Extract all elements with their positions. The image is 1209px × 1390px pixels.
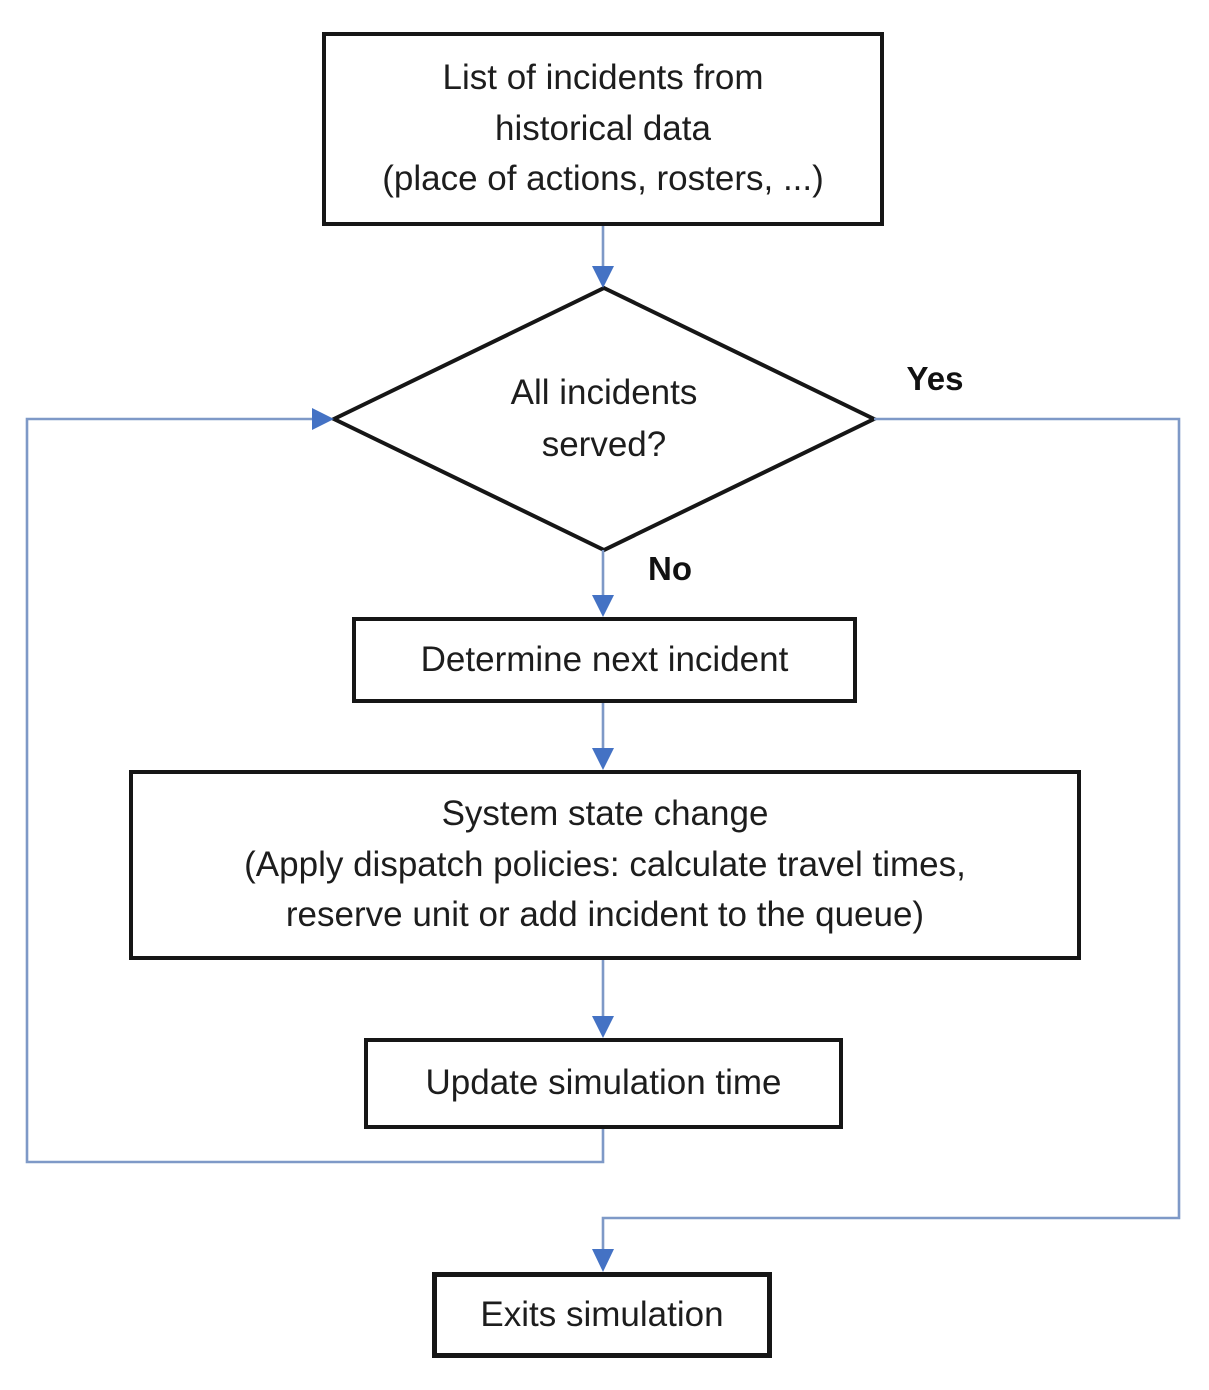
arrowhead-into-update-time <box>592 1016 614 1038</box>
node-determine-next-incident: Determine next incident <box>352 617 857 703</box>
node-decision: All incidents served? <box>424 355 784 483</box>
arrowhead-into-system-state <box>592 748 614 770</box>
branch-label-yes: Yes <box>906 360 964 397</box>
edge-update-time-loop-to-decision <box>25 417 605 1164</box>
node-start: List of incidents from historical data (… <box>322 32 884 226</box>
node-determine-label: Determine next incident <box>420 639 789 679</box>
node-exit-label: Exits simulation <box>480 1294 724 1334</box>
node-system-state-label: System state change (Apply dispatch poli… <box>244 793 966 935</box>
node-exits-simulation: Exits simulation <box>432 1272 772 1358</box>
arrowhead-into-exit <box>592 1249 614 1272</box>
branch-label-no: No <box>648 550 692 587</box>
node-update-time-label: Update simulation time <box>425 1063 782 1103</box>
arrowhead-into-decision-left <box>312 408 334 430</box>
node-decision-label: All incidents served? <box>510 372 698 465</box>
arrowhead-into-decision-top <box>592 266 614 288</box>
node-system-state-change: System state change (Apply dispatch poli… <box>129 770 1081 960</box>
arrowhead-into-determine <box>592 595 614 617</box>
edge-decision-to-exit-yes <box>601 417 1181 1250</box>
node-start-label: List of incidents from historical data (… <box>382 57 824 199</box>
node-update-simulation-time: Update simulation time <box>364 1038 843 1129</box>
